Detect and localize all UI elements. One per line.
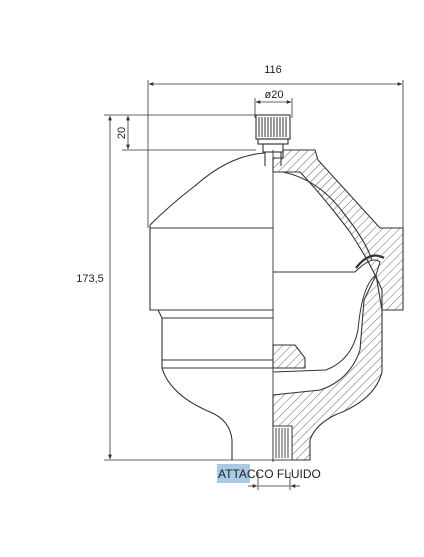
dimension-overall-height <box>104 114 285 461</box>
dimension-overall-width <box>147 80 404 228</box>
accumulator-section-view <box>272 149 404 461</box>
fluid-port-highlight <box>217 464 250 483</box>
dimension-fluid-port <box>248 472 300 490</box>
dimension-cap-diameter-label: ø20 <box>265 89 284 101</box>
accumulator-exterior-view <box>149 114 291 462</box>
dimension-cap-height-label: 20 <box>116 127 128 139</box>
dimension-cap-height <box>122 114 256 151</box>
dimension-overall-width-label: 116 <box>264 64 282 76</box>
fluid-port-label: ATTACCO FLUIDO <box>218 467 321 481</box>
dimension-overall-height-label: 173,5 <box>76 273 104 285</box>
